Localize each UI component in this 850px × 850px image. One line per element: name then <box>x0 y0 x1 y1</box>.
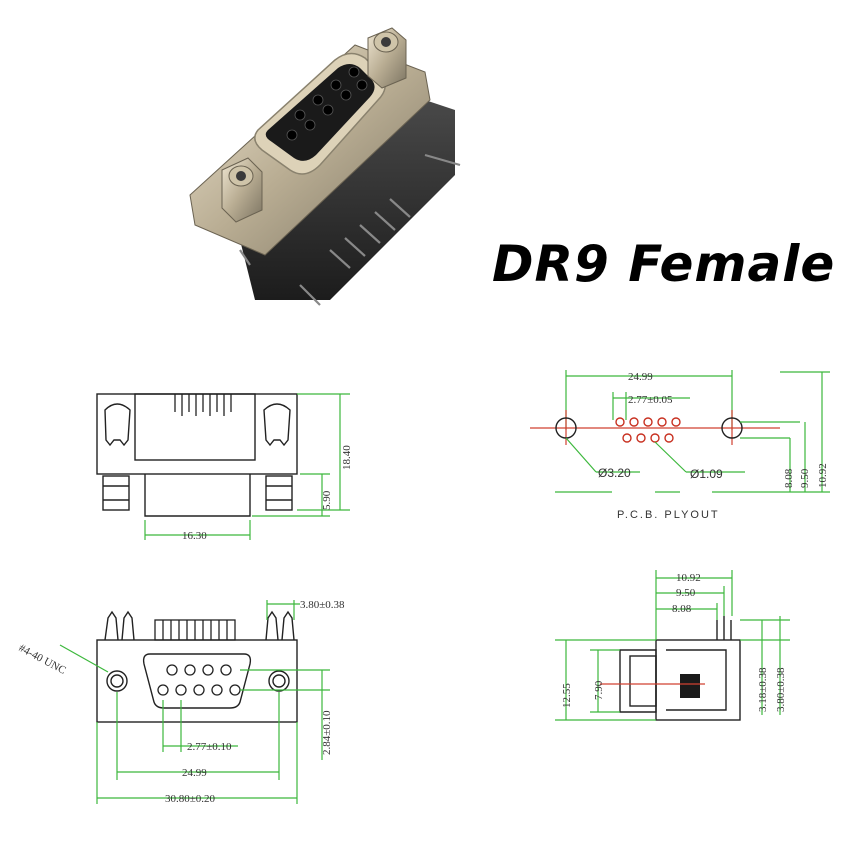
front-dim-span: 24.99 <box>182 767 207 779</box>
side-dim-height: 18.40 <box>341 445 353 470</box>
front-dim-pitch: 2.77±0.10 <box>187 741 232 753</box>
pcb-dim-pitch: 2.77±0.05 <box>628 394 673 406</box>
pcb-layout-drawing: 24.99 2.77±0.05 Ø3.20 Ø1.09 <box>530 370 830 521</box>
right-dim-inner: 7.90 <box>593 680 605 700</box>
pcb-pin-holes <box>615 417 681 443</box>
pcb-dim-span: 24.99 <box>628 371 653 383</box>
pins <box>239 153 461 306</box>
pcb-dim-hole-large: Ø3.20 <box>598 466 631 480</box>
right-dim-height: 12.55 <box>561 683 573 708</box>
front-pin-holes <box>157 664 241 696</box>
product-title: DR9 Female <box>492 235 836 293</box>
standoff-nuts <box>221 27 407 223</box>
side-dim-shell: 5.90 <box>321 490 333 510</box>
front-dim-top: 3.80±0.38 <box>300 599 345 611</box>
pcb-dim-row3: 10.92 <box>817 463 829 488</box>
front-dim-row: 2.84±0.10 <box>321 710 333 755</box>
pcb-dim-hole-small: Ø1.09 <box>690 467 723 481</box>
front-dim-total: 30.80±0.20 <box>165 793 216 805</box>
front-view-drawing: #4-40 UNC 3.80±0.38 2.77±0.10 24.99 30.8… <box>17 599 345 805</box>
connector-photo <box>189 27 461 306</box>
plastic-body <box>240 95 455 300</box>
right-dim-c: 8.08 <box>672 603 692 615</box>
right-dim-b: 9.50 <box>676 587 696 599</box>
pcb-dim-row2: 9.50 <box>799 468 811 488</box>
side-view-drawing: 16.30 18.40 5.90 <box>96 393 353 542</box>
pcb-caption: P.C.B. PLYOUT <box>617 509 720 521</box>
right-dim-pin1: 3.18±0.38 <box>757 667 769 712</box>
right-pin-block <box>680 674 700 698</box>
front-thread: #4-40 UNC <box>17 642 68 677</box>
pin-holes <box>286 66 368 141</box>
pcb-dim-row1: 8.08 <box>783 468 795 488</box>
right-dim-pin2: 3.80±0.38 <box>775 667 787 712</box>
side-dim-width: 16.30 <box>182 530 207 542</box>
right-view-drawing: 10.92 9.50 8.08 12.55 7.90 3.18±0.38 3.8… <box>555 570 790 721</box>
right-dim-a: 10.92 <box>676 572 701 584</box>
